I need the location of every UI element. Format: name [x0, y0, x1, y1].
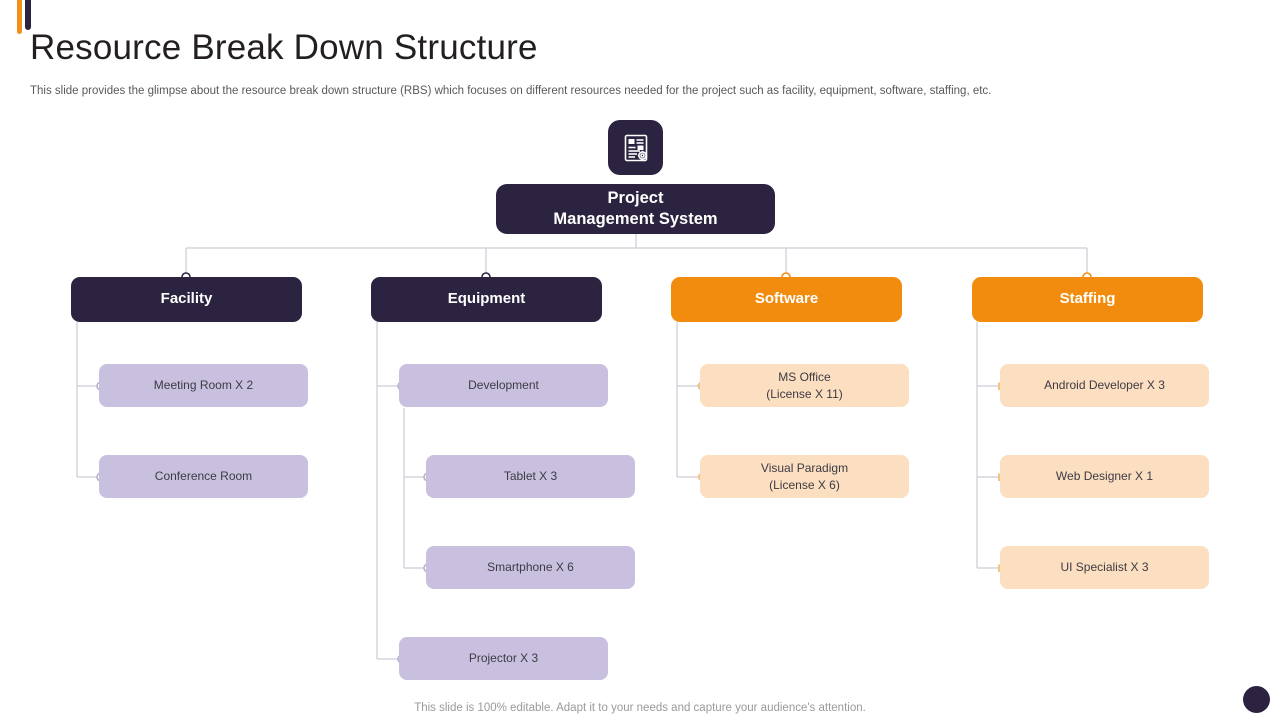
leaf-equipment-projector[interactable]: Projector X 3 — [399, 637, 608, 680]
leaf-staffing-ui-specialist[interactable]: UI Specialist X 3 — [1000, 546, 1209, 589]
leaf-staffing-android-developer[interactable]: Android Developer X 3 — [1000, 364, 1209, 407]
connector-lines — [76, 234, 1092, 664]
bookmark-mark-icon — [17, 0, 39, 34]
leaf-software-ms-office[interactable]: MS Office (License X 11) — [700, 364, 909, 407]
leaf-equipment-smartphone[interactable]: Smartphone X 6 — [426, 546, 635, 589]
node-root-line1: Project — [607, 189, 664, 208]
category-facility[interactable]: Facility — [71, 277, 302, 322]
bookmark-bar-orange — [17, 0, 22, 34]
corner-dot-decoration — [1243, 686, 1270, 713]
node-root[interactable]: Project Management System — [496, 184, 775, 234]
leaf-software-visual-paradigm[interactable]: Visual Paradigm (License X 6) — [700, 455, 909, 498]
node-root-line2: Management System — [553, 210, 718, 228]
leaf-software-visual-paradigm-line1: Visual Paradigm — [760, 461, 849, 476]
leaf-staffing-web-designer[interactable]: Web Designer X 1 — [1000, 455, 1209, 498]
document-gear-icon — [608, 120, 663, 175]
category-equipment[interactable]: Equipment — [371, 277, 602, 322]
leaf-facility-conference-room[interactable]: Conference Room — [99, 455, 308, 498]
leaf-equipment-development[interactable]: Development — [399, 364, 608, 407]
page-subtitle: This slide provides the glimpse about th… — [30, 85, 992, 97]
category-staffing[interactable]: Staffing — [972, 277, 1203, 322]
page-title: Resource Break Down Structure — [30, 28, 538, 67]
category-software[interactable]: Software — [671, 277, 902, 322]
leaf-software-ms-office-line1: MS Office — [778, 370, 831, 385]
leaf-equipment-tablet[interactable]: Tablet X 3 — [426, 455, 635, 498]
rbs-diagram: Project Management System Facility Meeti… — [71, 120, 1209, 680]
footer-note: This slide is 100% editable. Adapt it to… — [414, 702, 866, 714]
category-connector-dots — [181, 272, 1092, 282]
leaf-software-visual-paradigm-line2: (License X 6) — [769, 477, 840, 492]
leaf-facility-meeting-room[interactable]: Meeting Room X 2 — [99, 364, 308, 407]
leaf-software-ms-office-line2: (License X 11) — [766, 386, 843, 401]
leaf-connector-dots — [96, 381, 1006, 664]
bookmark-bar-dark — [25, 0, 31, 30]
